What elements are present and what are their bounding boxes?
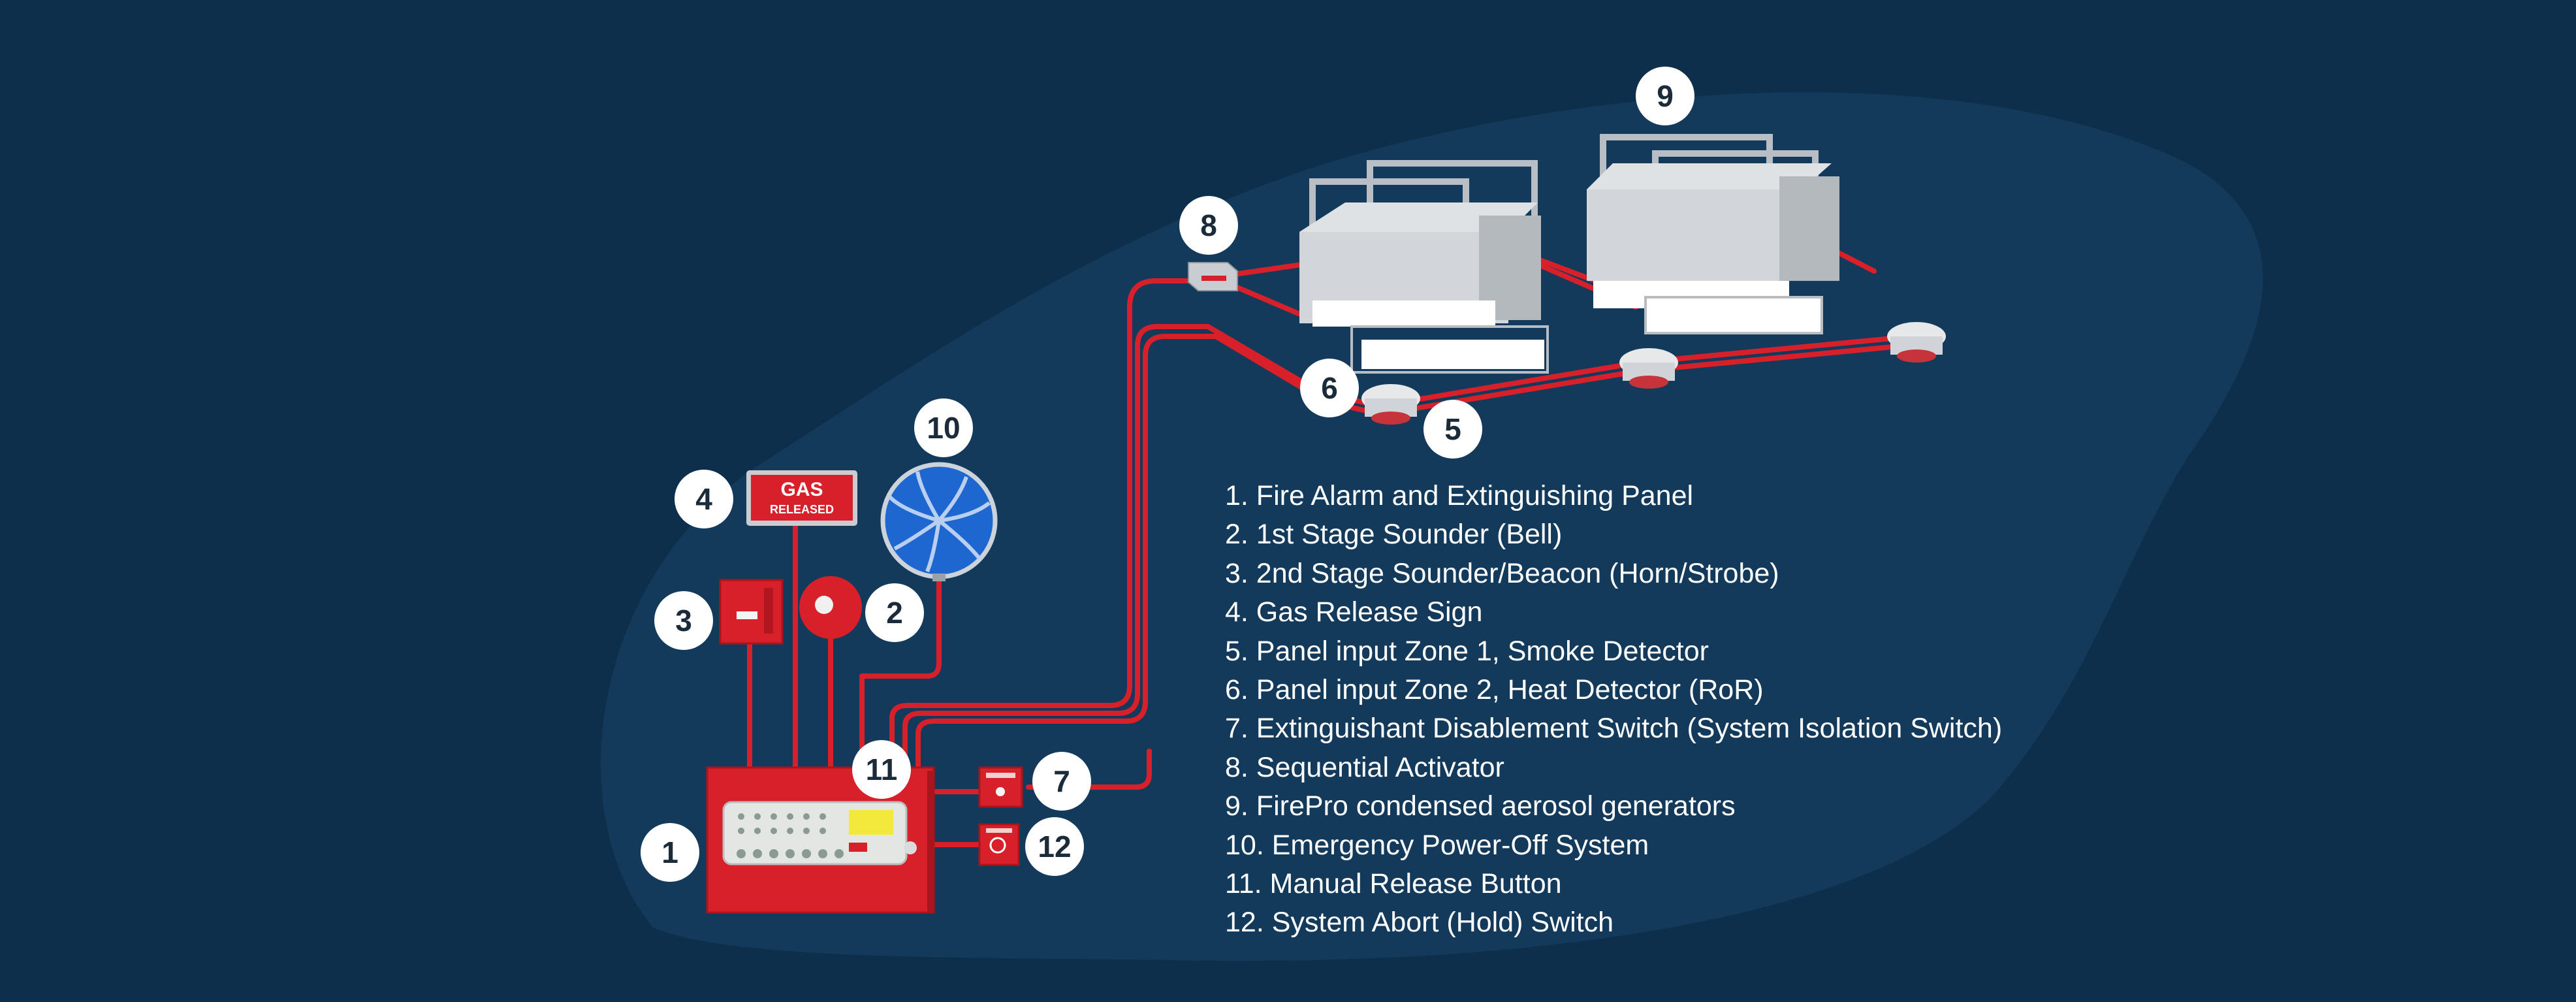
badge-2-label: 2 <box>886 596 903 630</box>
legend-item-12: 12. System Abort (Hold) Switch <box>1225 907 1614 939</box>
aerosol-generator-1 <box>1299 160 1549 374</box>
badge-8: 8 <box>1179 196 1238 255</box>
sequential-activator <box>1188 262 1238 291</box>
badge-4: 4 <box>675 470 733 528</box>
badge-4-label: 4 <box>695 482 712 516</box>
stage2-sounder-beacon <box>719 579 784 645</box>
badge-7-label: 7 <box>1053 764 1070 798</box>
sign-title: GAS <box>780 479 823 500</box>
badge-11: 11 <box>852 740 911 799</box>
badge-1: 1 <box>641 823 699 882</box>
wire-activator-to-gen1b <box>1232 283 1312 321</box>
legend-item-3: 3. 2nd Stage Sounder/Beacon (Horn/Strobe… <box>1225 557 1779 589</box>
legend-item-10: 10. Emergency Power-Off System <box>1225 829 1649 861</box>
detector-3 <box>1887 322 1946 363</box>
badge-1-label: 1 <box>661 835 678 869</box>
number-badges: 1 2 3 4 5 6 7 8 9 10 11 12 <box>641 67 1694 882</box>
stage1-sounder-bell <box>799 576 862 639</box>
legend-item-5: 5. Panel input Zone 1, Smoke Detector <box>1225 635 1709 667</box>
component-legend: 1. Fire Alarm and Extinguishing Panel 2.… <box>1225 477 2002 943</box>
sign-subtitle: RELEASED <box>770 503 834 516</box>
badge-2: 2 <box>865 583 924 642</box>
wire-panel-to-epo <box>859 575 942 768</box>
heat-detector <box>1361 384 1420 425</box>
badge-6-label: 6 <box>1321 371 1338 405</box>
legend-item-9: 9. FirePro condensed aerosol generators <box>1225 790 1736 822</box>
aerosol-generator-2 <box>1587 134 1839 334</box>
gas-release-sign: GAS RELEASED <box>746 470 857 526</box>
badge-5-label: 5 <box>1444 412 1461 446</box>
badge-10-label: 10 <box>927 411 960 445</box>
panel-indicator <box>849 843 867 852</box>
badge-5: 5 <box>1423 400 1482 459</box>
legend-item-4: 4. Gas Release Sign <box>1225 596 1483 628</box>
legend-item-1: 1. Fire Alarm and Extinguishing Panel <box>1225 480 1694 511</box>
legend-item-7: 7. Extinguishant Disablement Switch (Sys… <box>1225 713 2003 745</box>
smoke-detector <box>1619 348 1678 389</box>
badge-10: 10 <box>914 398 973 457</box>
wire-panel-to-detectors-b <box>915 334 1377 768</box>
badge-11-label: 11 <box>866 752 898 786</box>
badge-6: 6 <box>1300 359 1359 417</box>
panel-key <box>904 841 917 854</box>
panel-lcd <box>849 810 893 835</box>
badge-12-label: 12 <box>1038 830 1071 864</box>
badge-8-label: 8 <box>1200 208 1217 242</box>
legend-item-8: 8. Sequential Activator <box>1225 751 1504 783</box>
disablement-switch <box>978 766 1023 808</box>
abort-hold-switch <box>978 823 1020 866</box>
badge-3: 3 <box>654 591 713 650</box>
background-halo <box>601 92 2263 962</box>
legend-item-6: 6. Panel input Zone 2, Heat Detector (Ro… <box>1225 674 1764 706</box>
badge-12: 12 <box>1025 817 1084 876</box>
badge-3-label: 3 <box>675 604 692 638</box>
badge-9: 9 <box>1636 67 1694 125</box>
emergency-power-off-fan <box>880 462 998 581</box>
badge-9-label: 9 <box>1657 79 1674 113</box>
wire-switch7-loop <box>1026 749 1152 790</box>
wire-panel-to-detectors-a <box>902 324 1377 768</box>
legend-item-2: 2. 1st Stage Sounder (Bell) <box>1225 519 1563 551</box>
badge-7: 7 <box>1032 752 1091 811</box>
wire-panel-to-activator <box>889 278 1201 768</box>
legend-item-11: 11. Manual Release Button <box>1225 868 1562 900</box>
fire-alarm-panel <box>706 766 935 914</box>
